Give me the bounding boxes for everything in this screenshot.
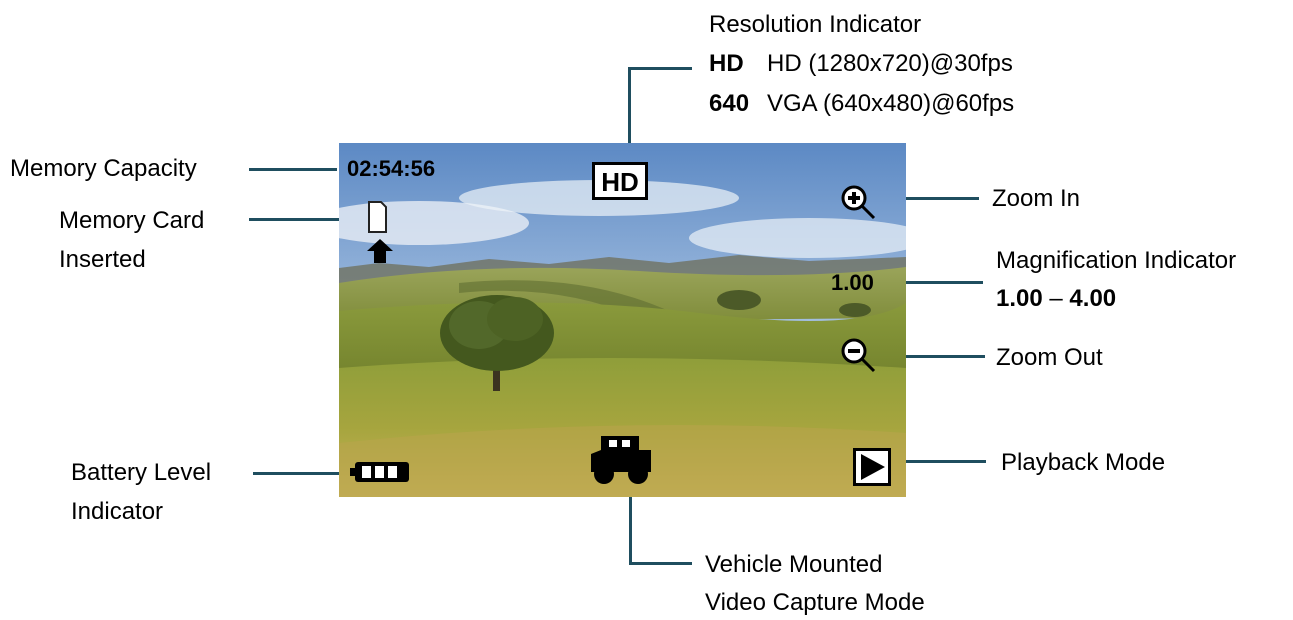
magnification-min: 1.00: [996, 285, 1043, 312]
resolution-badge: HD: [592, 162, 648, 200]
battery-label-line1: Battery Level: [71, 459, 212, 486]
leader-memory-capacity: [249, 168, 337, 171]
zoom-in-icon[interactable]: [839, 183, 879, 223]
leader-resolution-vertical: [628, 67, 631, 150]
magnification-max: 4.00: [1069, 285, 1117, 312]
leader-memory-card: [249, 218, 339, 221]
leader-zoom-out: [884, 355, 985, 358]
vehicle-icon: [591, 436, 651, 484]
memory-capacity-time: 02:54:56: [347, 156, 436, 181]
resolution-option-640: 640 VGA (640x480)@60fps: [709, 87, 1014, 120]
leader-vehicle-horizontal: [629, 562, 692, 565]
magnification-dash: –: [1049, 285, 1063, 312]
landscape-photo: [339, 143, 906, 497]
battery-label-line2: Indicator: [71, 498, 164, 525]
vehicle-mode-label-line1: Vehicle Mounted: [705, 551, 883, 578]
leader-magnification: [896, 281, 983, 284]
zoom-out-icon[interactable]: [839, 336, 879, 376]
memory-card-label-line2: Inserted: [59, 246, 146, 273]
vehicle-mode-label-line2: Video Capture Mode: [705, 589, 925, 616]
memory-capacity-label: Memory Capacity: [10, 155, 197, 182]
camera-preview-screen: 02:54:56 HD 1.00: [339, 143, 906, 497]
resolution-indicator-title: Resolution Indicator: [709, 11, 922, 38]
leader-vehicle-vertical: [629, 492, 632, 565]
magnification-value: 1.00: [831, 270, 874, 295]
playback-mode-label: Playback Mode: [1001, 449, 1166, 476]
resolution-desc: HD (1280x720)@30fps: [767, 50, 1013, 77]
zoom-out-label: Zoom Out: [996, 344, 1103, 371]
magnification-indicator-title: Magnification Indicator: [996, 247, 1237, 274]
leader-battery: [253, 472, 343, 475]
leader-zoom-in: [887, 197, 979, 200]
resolution-badge-text: HD: [601, 167, 639, 197]
zoom-in-label: Zoom In: [992, 185, 1081, 212]
sd-card-icon: [368, 201, 387, 233]
resolution-option-hd: HD HD (1280x720)@30fps: [709, 47, 1013, 80]
memory-card-label-line1: Memory Card: [59, 207, 205, 234]
magnification-range: 1.00 – 4.00: [996, 282, 1116, 315]
resolution-desc: VGA (640x480)@60fps: [767, 90, 1015, 117]
arrow-up-icon: [367, 239, 393, 263]
resolution-code: 640: [709, 90, 750, 117]
play-icon[interactable]: [853, 448, 891, 486]
resolution-code: HD: [709, 50, 744, 77]
battery-icon: [350, 462, 409, 482]
leader-resolution-horizontal: [628, 67, 692, 70]
leader-playback: [894, 460, 986, 463]
